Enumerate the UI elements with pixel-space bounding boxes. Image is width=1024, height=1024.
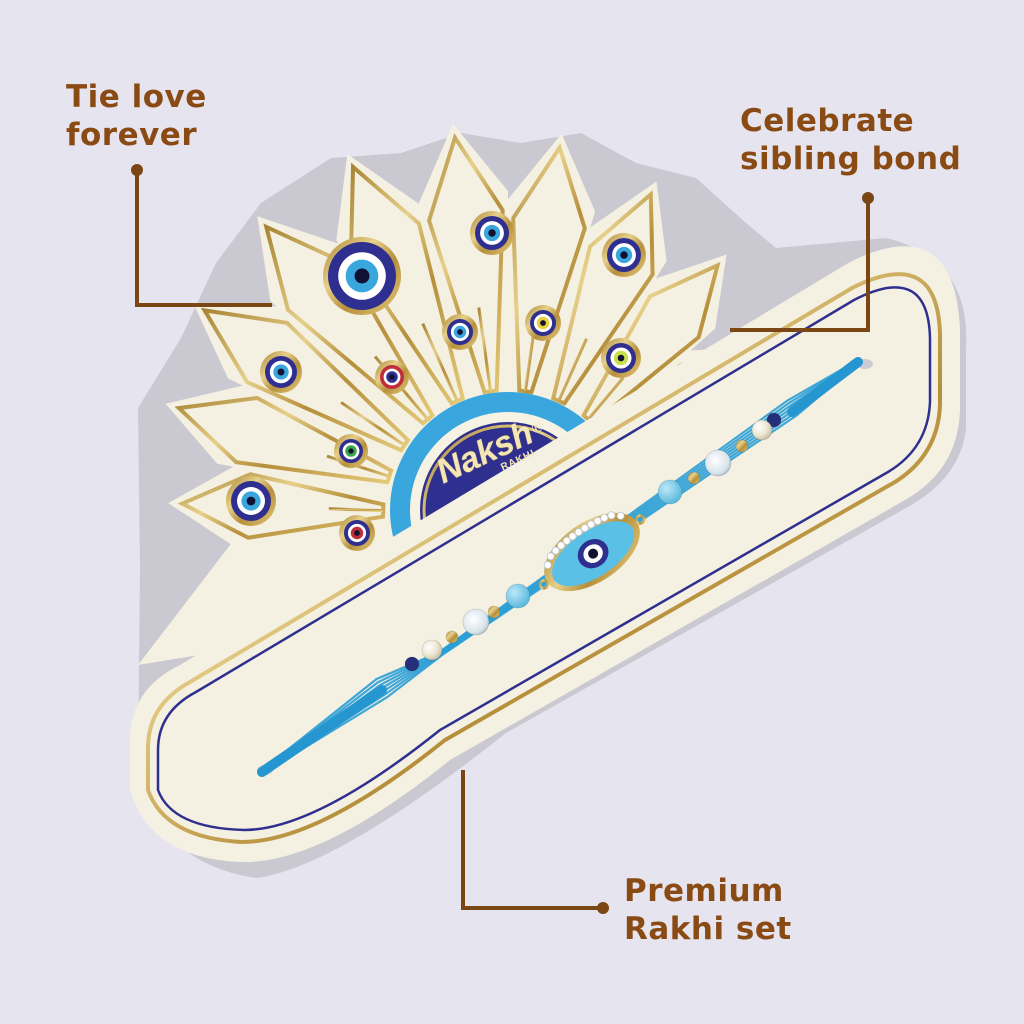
callout-line-top-right xyxy=(730,198,870,332)
fan-petal-outline xyxy=(174,395,394,485)
rakhi-bracelet xyxy=(257,357,863,777)
callout-dots xyxy=(131,164,874,914)
fan-petal-outline xyxy=(200,307,411,453)
evil-eye-charm-icon xyxy=(538,511,646,592)
card-fan xyxy=(138,123,808,665)
callout-line-top-left xyxy=(135,170,272,307)
crystal-bead-icon xyxy=(704,449,732,477)
fan-spoke xyxy=(587,376,625,421)
spacer-bead xyxy=(687,471,701,485)
fan-spoke xyxy=(477,307,493,392)
evil-eye-icon xyxy=(260,351,302,393)
evil-eye-icon xyxy=(442,314,478,350)
pearl-bead-icon xyxy=(751,419,773,441)
callout-sibling-bond-line2: sibling bond xyxy=(740,141,962,177)
callout-tie-love-line1: Tie love xyxy=(66,79,207,115)
fan-petal-outline xyxy=(550,190,655,406)
evil-eye-icon xyxy=(339,515,375,551)
spacer-bead xyxy=(735,439,749,453)
fan-spoke xyxy=(328,507,384,513)
bead-navy xyxy=(766,412,782,428)
evil-eye-icon xyxy=(602,233,646,277)
evil-eye-icon xyxy=(525,305,561,341)
evil-eye-icon xyxy=(470,211,514,255)
fan-petal-outline xyxy=(177,472,386,540)
fan-petal-outline xyxy=(263,223,435,426)
turquoise-bead xyxy=(657,479,683,505)
callout-premium-set-line2: Rakhi set xyxy=(624,911,792,947)
fan-spoke xyxy=(340,401,406,447)
fan-petal-outline xyxy=(511,142,587,395)
fan-petal-outline xyxy=(427,133,505,395)
evil-eye-icon xyxy=(375,360,409,394)
callout-line-bottom-right xyxy=(461,770,603,910)
evil-eye-icon xyxy=(601,338,641,378)
callout-tie-love: Tie love forever xyxy=(66,78,207,154)
callout-sibling-bond: Celebrate sibling bond xyxy=(740,102,961,178)
pearl-bead-icon xyxy=(421,639,443,661)
evil-eye-icon xyxy=(226,476,276,526)
callout-premium-set: Premium Rakhi set xyxy=(624,872,792,948)
evil-eye-icon xyxy=(323,237,401,315)
bead-navy xyxy=(404,656,420,672)
callout-premium-set-line1: Premium xyxy=(624,873,784,909)
turquoise-bead xyxy=(505,583,531,609)
crystal-bead-icon xyxy=(462,608,490,636)
spacer-bead xyxy=(445,630,459,644)
spacer-bead xyxy=(487,605,501,619)
fan-spoke xyxy=(557,338,588,402)
callout-sibling-bond-line1: Celebrate xyxy=(740,103,915,139)
card-strip xyxy=(129,246,961,863)
callout-lines xyxy=(135,170,870,910)
callout-tie-love-line2: forever xyxy=(66,117,198,153)
fan-spoke xyxy=(421,322,459,402)
evil-eye-icon xyxy=(334,434,368,468)
